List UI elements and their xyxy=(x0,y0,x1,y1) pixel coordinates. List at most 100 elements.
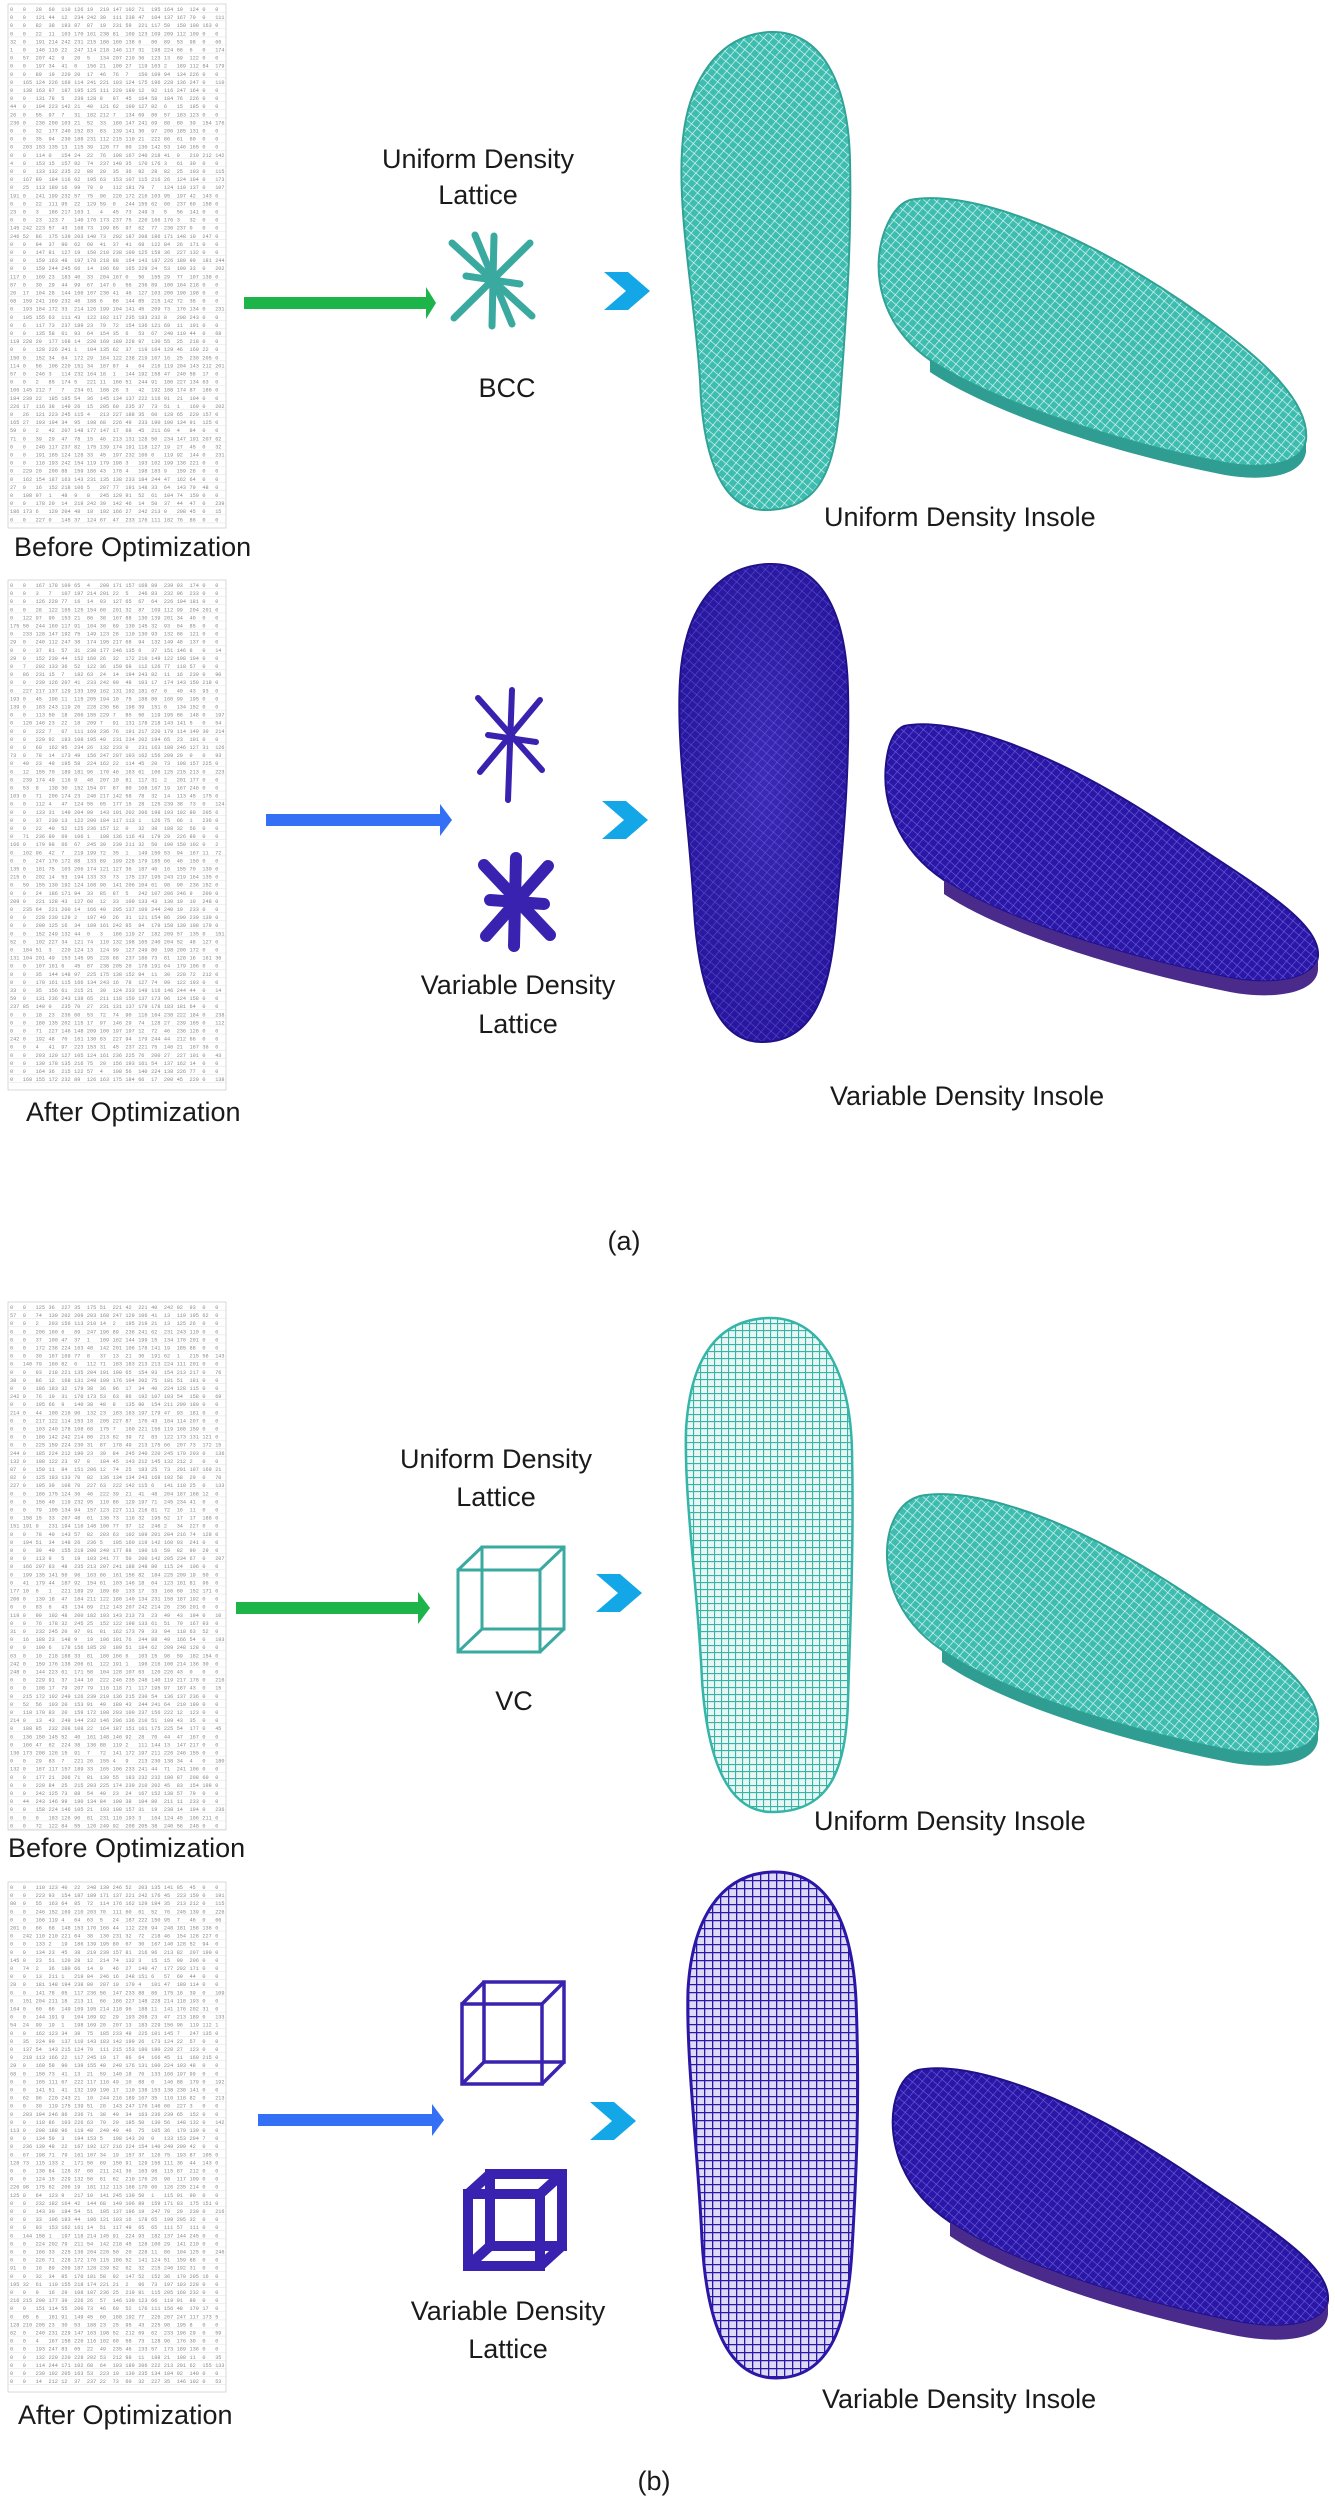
svg-text:31: 31 xyxy=(151,777,157,783)
svg-text:17: 17 xyxy=(87,72,93,78)
svg-text:144: 144 xyxy=(125,299,134,305)
svg-text:174: 174 xyxy=(61,794,70,800)
svg-text:188: 188 xyxy=(164,826,173,832)
svg-text:62: 62 xyxy=(202,1313,208,1319)
svg-text:187: 187 xyxy=(61,88,70,94)
svg-text:73: 73 xyxy=(49,323,55,329)
svg-text:231: 231 xyxy=(113,737,122,743)
svg-text:77: 77 xyxy=(164,664,170,670)
svg-text:11: 11 xyxy=(151,2250,157,2256)
svg-text:62: 62 xyxy=(10,2331,16,2337)
svg-text:193: 193 xyxy=(190,980,199,986)
svg-text:193: 193 xyxy=(100,1807,109,1813)
svg-text:84: 84 xyxy=(190,428,196,434)
svg-text:240: 240 xyxy=(164,907,173,913)
lattice-label-line1: Uniform Density xyxy=(400,1444,593,1474)
svg-text:206: 206 xyxy=(138,2363,147,2369)
svg-text:149: 149 xyxy=(87,632,96,638)
svg-text:13: 13 xyxy=(87,948,93,954)
svg-text:201: 201 xyxy=(177,777,186,783)
svg-text:0: 0 xyxy=(215,591,218,597)
svg-text:73: 73 xyxy=(113,2379,119,2385)
svg-text:143: 143 xyxy=(61,1532,70,1538)
svg-text:1: 1 xyxy=(113,372,116,378)
svg-text:3: 3 xyxy=(138,1958,141,1964)
svg-text:79: 79 xyxy=(100,323,106,329)
svg-text:0: 0 xyxy=(202,640,205,646)
svg-text:52: 52 xyxy=(202,1629,208,1635)
svg-text:144: 144 xyxy=(36,2015,45,2021)
svg-text:128: 128 xyxy=(36,632,45,638)
svg-text:191: 191 xyxy=(113,810,122,816)
svg-text:1: 1 xyxy=(49,1589,52,1595)
svg-text:0: 0 xyxy=(23,282,26,288)
svg-text:0: 0 xyxy=(202,469,205,475)
svg-text:175: 175 xyxy=(36,2185,45,2191)
svg-text:65: 65 xyxy=(151,2217,157,2223)
svg-text:103: 103 xyxy=(113,2217,122,2223)
svg-text:33: 33 xyxy=(74,1653,80,1659)
svg-text:157: 157 xyxy=(190,761,199,767)
svg-text:176: 176 xyxy=(113,1378,122,1384)
svg-text:0: 0 xyxy=(23,931,26,937)
svg-text:140: 140 xyxy=(74,218,83,224)
svg-text:204: 204 xyxy=(177,363,186,369)
svg-text:41: 41 xyxy=(100,242,106,248)
svg-text:90: 90 xyxy=(190,1548,196,1554)
svg-text:32: 32 xyxy=(113,656,119,662)
svg-text:0: 0 xyxy=(10,745,13,751)
svg-text:134: 134 xyxy=(36,1950,45,1956)
svg-text:163: 163 xyxy=(74,1346,83,1352)
svg-text:246: 246 xyxy=(100,1974,109,1980)
svg-text:94: 94 xyxy=(177,850,183,856)
svg-text:220: 220 xyxy=(190,1077,199,1083)
svg-text:208: 208 xyxy=(36,2128,45,2134)
svg-text:0: 0 xyxy=(23,193,26,199)
svg-text:0: 0 xyxy=(202,964,205,970)
svg-text:113: 113 xyxy=(74,1321,83,1327)
svg-text:122: 122 xyxy=(190,56,199,62)
svg-text:195: 195 xyxy=(100,1942,109,1948)
svg-text:92: 92 xyxy=(74,161,80,167)
svg-text:68: 68 xyxy=(125,428,131,434)
svg-text:72: 72 xyxy=(100,1012,106,1018)
svg-text:99: 99 xyxy=(113,680,119,686)
svg-text:0: 0 xyxy=(23,2258,26,2264)
svg-text:147: 147 xyxy=(100,428,109,434)
svg-text:183: 183 xyxy=(151,469,160,475)
svg-text:198: 198 xyxy=(100,2331,109,2337)
svg-text:184: 184 xyxy=(164,2371,173,2377)
svg-text:219: 219 xyxy=(138,1321,147,1327)
svg-text:62: 62 xyxy=(151,1329,157,1335)
svg-text:0: 0 xyxy=(215,1004,218,1010)
svg-text:0: 0 xyxy=(202,112,205,118)
svg-text:10: 10 xyxy=(49,1394,55,1400)
svg-text:144: 144 xyxy=(23,2233,32,2239)
svg-text:115: 115 xyxy=(164,2169,173,2175)
svg-text:170: 170 xyxy=(177,1451,186,1457)
svg-text:206: 206 xyxy=(61,2185,70,2191)
svg-text:87: 87 xyxy=(87,23,93,29)
svg-text:0: 0 xyxy=(10,242,13,248)
svg-text:115: 115 xyxy=(164,1564,173,1570)
svg-text:120: 120 xyxy=(61,1958,70,1964)
svg-text:1: 1 xyxy=(177,1354,180,1360)
svg-text:166: 166 xyxy=(177,1637,186,1643)
svg-text:0: 0 xyxy=(202,624,205,630)
svg-text:249: 249 xyxy=(100,2128,109,2134)
svg-text:90: 90 xyxy=(74,1815,80,1821)
svg-text:107: 107 xyxy=(61,591,70,597)
svg-text:174: 174 xyxy=(87,867,96,873)
svg-text:163: 163 xyxy=(138,2169,147,2175)
svg-text:0: 0 xyxy=(215,477,218,483)
svg-text:142: 142 xyxy=(100,2241,109,2247)
svg-text:236: 236 xyxy=(61,1012,70,1018)
svg-text:99: 99 xyxy=(61,1799,67,1805)
svg-text:102: 102 xyxy=(190,842,199,848)
svg-text:19: 19 xyxy=(74,2185,80,2191)
svg-text:41: 41 xyxy=(61,2088,67,2094)
svg-text:60: 60 xyxy=(164,201,170,207)
svg-text:102: 102 xyxy=(190,2379,199,2385)
svg-text:0: 0 xyxy=(10,1012,13,1018)
svg-text:184: 184 xyxy=(10,396,19,402)
